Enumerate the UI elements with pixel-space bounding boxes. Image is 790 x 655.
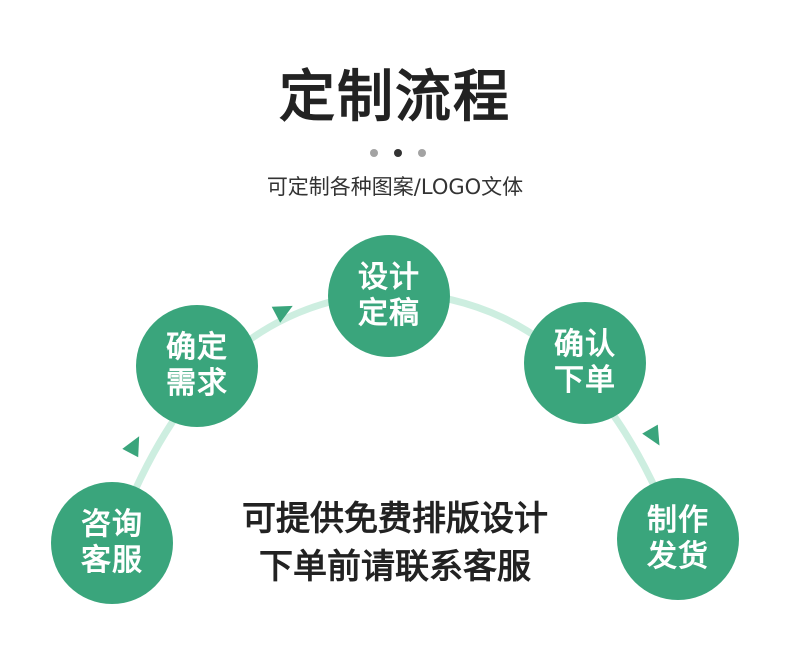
arrow-icon-3: [642, 424, 660, 446]
step-produce-ship-line1: 制作: [647, 503, 709, 538]
step-confirm-order: 确认 下单: [524, 302, 646, 424]
step-confirm-order-line2: 下单: [554, 363, 616, 398]
center-note: 可提供免费排版设计 下单前请联系客服: [200, 495, 590, 591]
page-title: 定制流程: [279, 65, 511, 130]
dot-3: [418, 149, 426, 157]
dot-1: [370, 149, 378, 157]
step-design-final-line2: 定稿: [358, 296, 420, 331]
step-consult-line2: 客服: [81, 543, 143, 578]
pagination-dots: [370, 147, 430, 159]
step-confirm-requirements: 确定 需求: [136, 305, 258, 427]
center-note-line2: 下单前请联系客服: [259, 547, 531, 587]
step-produce-ship: 制作 发货: [617, 478, 739, 600]
step-consult-line1: 咨询: [81, 507, 143, 542]
step-consult: 咨询 客服: [51, 482, 173, 604]
step-confirm-requirements-line2: 需求: [166, 366, 228, 401]
step-produce-ship-line2: 发货: [647, 539, 709, 574]
arrow-icon-2: [271, 305, 293, 323]
step-design-final: 设计 定稿: [328, 235, 450, 357]
page-subtitle: 可定制各种图案/LOGO文体: [266, 175, 524, 199]
step-confirm-order-line1: 确认: [554, 327, 616, 362]
step-confirm-requirements-line1: 确定: [166, 330, 228, 365]
center-note-line1: 可提供免费排版设计: [242, 499, 548, 539]
arrow-icon-1: [122, 436, 140, 458]
step-design-final-line1: 设计: [358, 260, 420, 295]
dot-2-active: [394, 149, 402, 157]
